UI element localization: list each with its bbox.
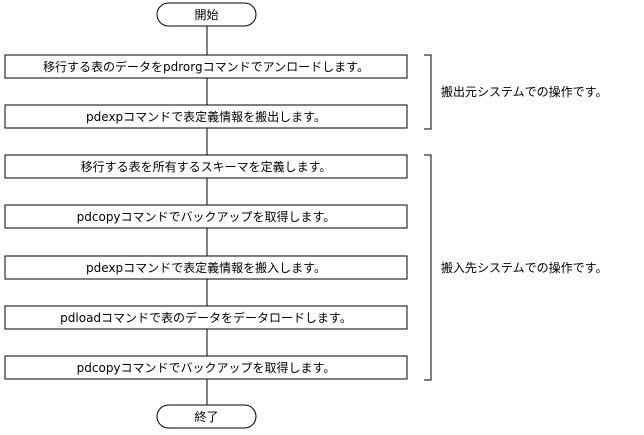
step-label-5: pdexpコマンドで表定義情報を搬入します。 [86,260,326,275]
step-box-2 [4,104,408,129]
start-label: 開始 [194,8,218,22]
source-group-label: 搬出元システムでの操作です。 [441,84,607,99]
step-label-1: 移行する表のデータをpdrorgコマンドでアンロードします。 [43,59,369,74]
step-box-3 [4,154,408,179]
step-label-4: pdcopyコマンドでバックアップを取得します。 [77,209,336,224]
start-terminator [156,2,257,27]
source-group-bracket [424,54,432,130]
step-box-7 [4,355,408,380]
step-label-2: pdexpコマンドで表定義情報を搬出します。 [86,109,326,124]
step-box-1 [4,54,408,79]
step-box-5 [4,255,408,280]
step-label-6: pdloadコマンドで表のデータをデータロードします。 [60,310,352,325]
end-terminator [156,404,257,429]
step-box-6 [4,305,408,330]
end-label: 終了 [194,409,218,424]
step-label-3: 移行する表を所有するスキーマを定義します。 [81,159,332,174]
target-group-label: 搬入先システムでの操作です。 [441,260,607,275]
step-label-7: pdcopyコマンドでバックアップを取得します。 [77,360,336,375]
step-box-4 [4,204,408,229]
target-group-bracket [424,154,432,381]
